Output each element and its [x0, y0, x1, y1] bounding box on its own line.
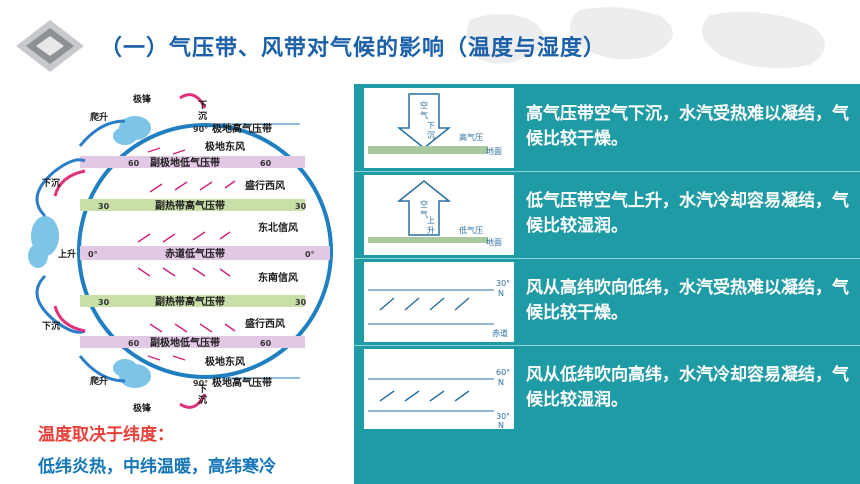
wind-polar-easterly-n: 极地东风	[205, 140, 245, 153]
wind-westerly-n: 盛行西风	[245, 179, 285, 192]
lat-60-n-right: 60	[260, 159, 272, 168]
pressure-belt-diagram: 极地高气压带 90° 副极地低气压带 60 60 副热带高气压带 30 30 赤…	[28, 93, 333, 414]
ground-label-1: 地面	[486, 146, 502, 156]
label-sink-s: 下沉	[42, 320, 60, 332]
lat-60-s-left: 60	[128, 339, 140, 348]
svg-text:沉: 沉	[427, 131, 435, 140]
lat-60-n-left: 60	[128, 159, 140, 168]
row-low-to-high: 60° N 30° N 风从低纬吹向高纬，水汽冷却容易凝结，气候比较湿润。	[354, 345, 860, 432]
label-sink-vertical-s: 下	[198, 384, 207, 395]
band-label-polar-high-n: 极地高气压带	[212, 122, 272, 135]
low-to-high-illustration: 60° N 30° N	[364, 349, 514, 429]
row-high-pressure-text: 高气压带空气下沉，水汽受热难以凝结，气候比较干燥。	[526, 104, 849, 149]
label-polar-front-s: 极锋	[133, 402, 152, 414]
climate-panel: 空 气 下 沉 高气压 地面 高气压带空气下沉，水汽受热难以凝结，气候比较干燥。…	[354, 84, 860, 484]
header-bar: （一）气压带、风带对气候的影响（温度与湿度）	[0, 0, 860, 82]
logo-icon	[16, 20, 84, 72]
band-label-subpolar-low-n: 副极地低气压带	[150, 156, 220, 169]
wind-se-trade: 东南信风	[258, 271, 298, 284]
label-rise-equator: 上升	[58, 248, 76, 260]
low-pressure-illustration: 空 气 上 升 低气压 地面	[364, 175, 514, 255]
band-subpolar-low-s	[80, 336, 305, 348]
band-label-subpolar-low-s: 副极地低气压带	[150, 336, 220, 349]
lat-30-bottom-n-label: N	[498, 421, 504, 429]
high-pressure-label: 高气压	[459, 132, 483, 142]
svg-text:空: 空	[420, 100, 428, 110]
lat-30-s-right: 30	[295, 298, 307, 307]
lat-60-label: 60°	[496, 368, 510, 377]
label-climb-s: 爬升	[89, 375, 108, 387]
lat-30-n-label: N	[498, 289, 504, 298]
band-equator-low	[80, 246, 330, 260]
band-label-subtropic-high-n: 副热带高气压带	[155, 199, 225, 212]
row-low-to-high-text: 风从低纬吹向高纬，水汽冷却容易凝结，气候比较湿润。	[526, 365, 849, 410]
band-label-subtropic-high-s: 副热带高气压带	[155, 295, 225, 308]
svg-text:下: 下	[427, 121, 435, 130]
ground-label-2: 地面	[486, 237, 502, 247]
wind-polar-easterly-s: 极地东风	[205, 355, 245, 368]
temperature-desc: 低纬炎热，中纬温暖，高纬寒冷	[38, 457, 276, 477]
band-label-equator-low: 赤道低气压带	[165, 247, 225, 260]
label-sink-vertical-n-2: 沉	[198, 110, 207, 122]
wind-ne-trade: 东北信风	[258, 221, 298, 234]
label-polar-front-n: 极锋	[133, 93, 152, 105]
lat-90-s: 90°	[193, 379, 208, 388]
svg-text:升: 升	[427, 226, 435, 235]
temperature-title: 温度取决于纬度：	[38, 425, 174, 445]
lat-30-s-left: 30	[98, 298, 110, 307]
row-high-to-low-text: 风从高纬吹向低纬，水汽受热难以凝结，气候比较干燥。	[526, 278, 849, 323]
equator-label: 赤道	[492, 328, 508, 338]
low-pressure-label: 低气压	[459, 225, 483, 235]
label-climb-n: 爬升	[89, 111, 108, 123]
row-low-pressure-text: 低气压带空气上升，水汽冷却容易凝结，气候比较湿润。	[526, 191, 849, 236]
lat-60-s-right: 60	[260, 339, 272, 348]
lat-0-right: 0°	[305, 250, 315, 259]
high-to-low-illustration: 30° N 赤道	[364, 262, 514, 342]
row-high-pressure: 空 气 下 沉 高气压 地面 高气压带空气下沉，水汽受热难以凝结，气候比较干燥。	[354, 84, 860, 172]
label-sink-n: 下沉	[42, 177, 60, 189]
label-sink-vertical-n: 下	[198, 100, 207, 111]
band-subpolar-low-n	[80, 156, 305, 168]
circulation-arrows	[35, 119, 126, 383]
svg-text:气: 气	[420, 110, 428, 120]
lat-0-left: 0°	[88, 250, 98, 259]
cloud-icons	[28, 116, 151, 388]
lat-90-n: 90°	[193, 125, 208, 134]
page-title: （一）气压带、风带对气候的影响（温度与湿度）	[100, 36, 607, 61]
svg-text:气: 气	[420, 209, 428, 219]
band-subtropic-high-s	[80, 295, 305, 307]
lat-30-bottom-label: 30°	[496, 412, 510, 421]
svg-text:上: 上	[427, 216, 435, 225]
lat-30-label: 30°	[496, 279, 510, 288]
wind-westerly-s: 盛行西风	[245, 317, 285, 330]
world-map-watermark	[466, 7, 825, 69]
band-label-polar-high-s: 极地高气压带	[212, 376, 272, 389]
lat-30-n-right: 30	[295, 202, 307, 211]
circulation-arrows-red	[53, 93, 207, 409]
lat-30-n-left: 30	[98, 202, 110, 211]
high-pressure-illustration: 空 气 下 沉 高气压 地面	[364, 88, 514, 168]
row-low-pressure: 空 气 上 升 低气压 地面 低气压带空气上升，水汽冷却容易凝结，气候比较湿润。	[354, 171, 860, 259]
wind-arrows	[137, 147, 236, 361]
band-subtropic-high-n	[80, 199, 305, 211]
lat-60-n-label: N	[498, 378, 504, 387]
label-sink-vertical-s-2: 沉	[198, 394, 207, 406]
row-high-to-low: 30° N 赤道 风从高纬吹向低纬，水汽受热难以凝结，气候比较干燥。	[354, 258, 860, 346]
svg-text:空: 空	[420, 199, 428, 209]
